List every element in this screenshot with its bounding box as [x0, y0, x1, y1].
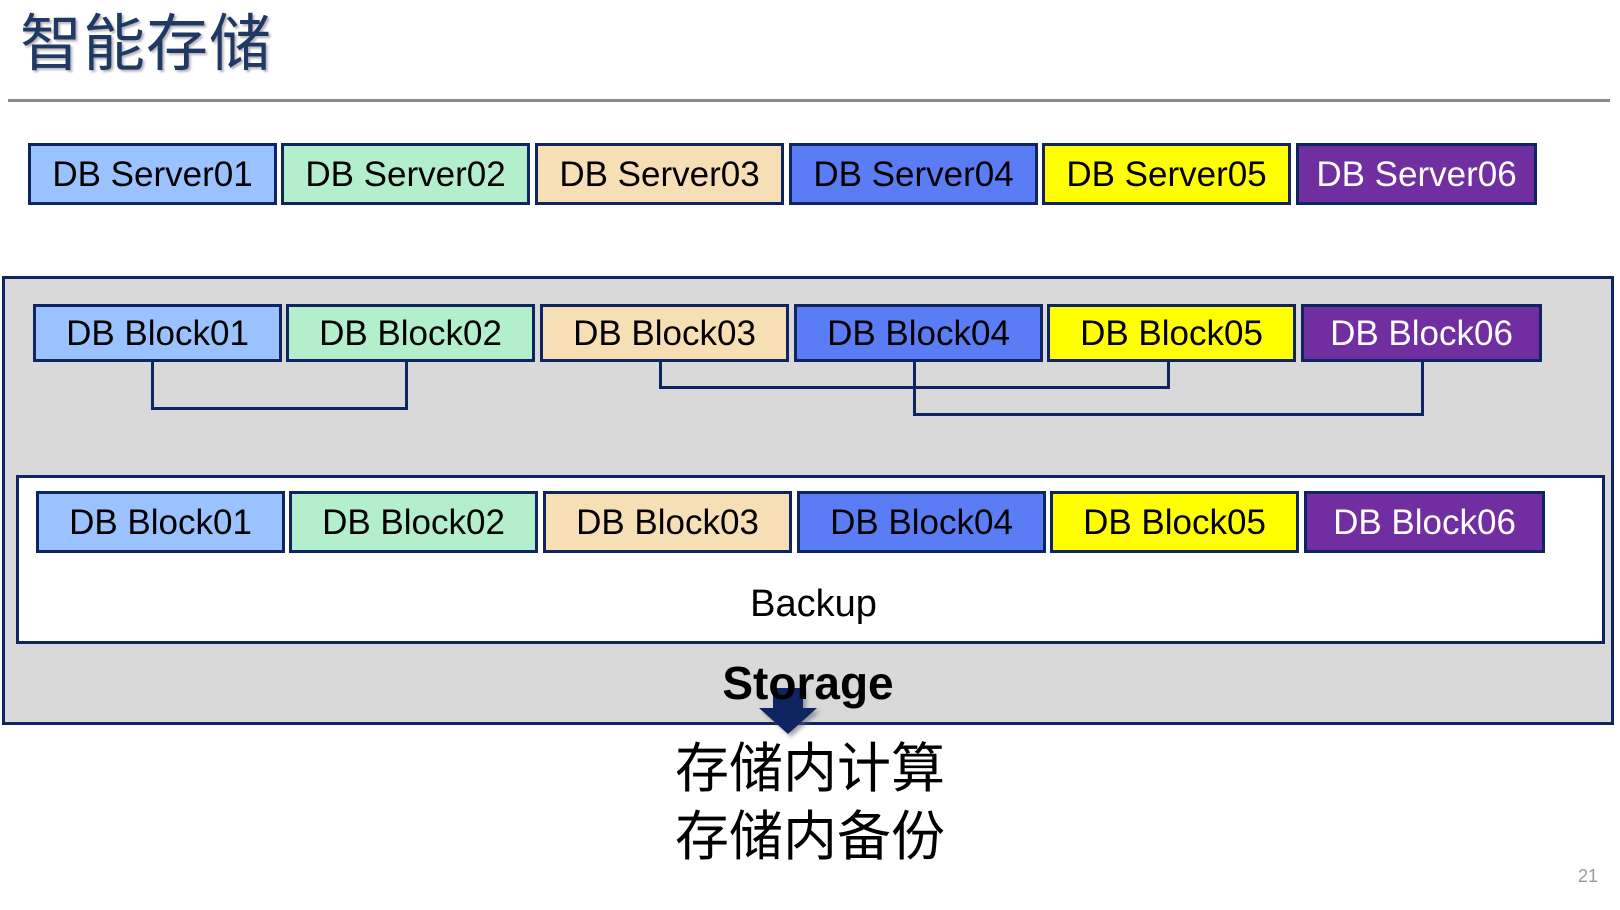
db-server-box-4: DB Server04	[789, 143, 1038, 205]
connector-horizontal-3	[913, 413, 1424, 416]
connector-vertical-3-2	[1421, 362, 1424, 416]
db-backup-block-box-1: DB Block01	[36, 491, 285, 553]
page-number: 21	[1577, 866, 1598, 886]
backup-label: Backup	[750, 583, 877, 625]
caption-line-2: 存储内备份	[675, 807, 945, 867]
db-backup-block-box-label: DB Block04	[830, 502, 1013, 542]
db-backup-block-box-2: DB Block02	[289, 491, 538, 553]
arrow-shaft	[773, 688, 803, 710]
db-backup-block-box-label: DB Block05	[1083, 502, 1266, 542]
title-divider	[8, 99, 1610, 102]
connector-horizontal-1	[151, 407, 408, 410]
db-backup-block-box-label: DB Block06	[1333, 502, 1516, 542]
db-server-box-2: DB Server02	[281, 143, 530, 205]
db-server-box-3: DB Server03	[535, 143, 784, 205]
db-backup-block-box-6: DB Block06	[1304, 491, 1545, 553]
db-backup-block-box-label: DB Block02	[322, 502, 505, 542]
db-backup-block-box-5: DB Block05	[1050, 491, 1299, 553]
db-backup-block-box-label: DB Block03	[576, 502, 759, 542]
db-block-box-3: DB Block03	[540, 304, 789, 362]
arrow-head	[759, 708, 817, 734]
db-server-box-1: DB Server01	[28, 143, 277, 205]
db-block-box-label: DB Block05	[1080, 313, 1263, 353]
connector-vertical-1-2	[405, 362, 408, 410]
db-server-box-label: DB Server06	[1316, 154, 1517, 194]
db-server-box-label: DB Server05	[1066, 154, 1267, 194]
db-block-box-label: DB Block06	[1330, 313, 1513, 353]
db-block-box-label: DB Block02	[319, 313, 502, 353]
db-backup-block-box-3: DB Block03	[543, 491, 792, 553]
db-server-box-6: DB Server06	[1296, 143, 1537, 205]
backup-panel: Backup DB Block01 DB Block02 DB Block03 DB …	[16, 475, 1605, 644]
db-block-box-6: DB Block06	[1301, 304, 1542, 362]
page-title: 智能存储	[20, 10, 273, 79]
caption-line-1: 存储内计算	[675, 739, 945, 799]
storage-label: Storage	[722, 657, 894, 709]
db-server-box-label: DB Server02	[305, 154, 506, 194]
db-block-box-label: DB Block04	[827, 313, 1010, 353]
db-server-box-label: DB Server01	[52, 154, 253, 194]
db-block-box-label: DB Block01	[66, 313, 249, 353]
db-backup-block-box-4: DB Block04	[797, 491, 1046, 553]
db-backup-block-box-label: DB Block01	[69, 502, 252, 542]
db-server-box-label: DB Server04	[813, 154, 1014, 194]
db-block-box-label: DB Block03	[573, 313, 756, 353]
connector-vertical-2-2	[1167, 362, 1170, 389]
db-server-box-5: DB Server05	[1042, 143, 1291, 205]
db-block-box-2: DB Block02	[286, 304, 535, 362]
down-arrow-icon	[759, 688, 817, 734]
db-block-box-5: DB Block05	[1047, 304, 1296, 362]
connector-vertical-1-1	[151, 362, 154, 410]
connector-vertical-2-1	[659, 362, 662, 389]
db-block-box-4: DB Block04	[794, 304, 1043, 362]
connector-vertical-3-1	[913, 362, 916, 416]
db-block-box-1: DB Block01	[33, 304, 282, 362]
storage-container: Backup DB Block01 DB Block02 DB Block03 DB …	[2, 276, 1614, 734]
db-server-box-label: DB Server03	[559, 154, 760, 194]
